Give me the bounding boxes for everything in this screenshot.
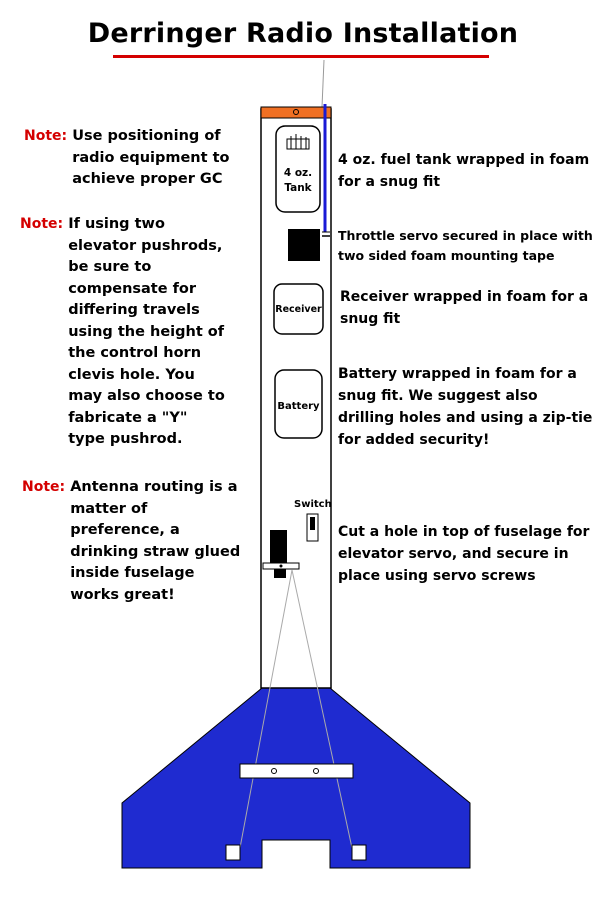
fuel-tank-label-2: Tank: [284, 182, 312, 194]
receiver-label: Receiver: [275, 304, 322, 315]
fuel-tank-label-1: 4 oz.: [284, 167, 312, 179]
note-line: works great!: [70, 586, 175, 603]
desc-line: snug fit. We suggest also: [338, 388, 538, 404]
desc-throttle-servo: Throttle servo secured in place with two…: [338, 226, 593, 266]
battery: [274, 369, 323, 439]
desc-line: place using servo screws: [338, 568, 536, 584]
note-line: Use positioning of: [72, 128, 221, 144]
note-line: drinking straw glued: [70, 543, 241, 560]
battery-label: Battery: [277, 401, 320, 412]
note-text: Antenna routing is a matter of preferenc…: [70, 477, 240, 606]
note-line: may also choose to: [68, 388, 225, 404]
note-line: achieve proper GC: [72, 171, 223, 187]
desc-line: Cut a hole in top of fuselage for: [338, 524, 590, 540]
elevator-servo-base: [274, 569, 286, 578]
note-text: Use positioning of radio equipment to ac…: [72, 126, 229, 191]
note-line: inside fuselage: [70, 565, 195, 581]
title-underline: [113, 55, 489, 58]
desc-line: Throttle servo secured in place with: [338, 228, 593, 243]
desc-line: for added security!: [338, 432, 490, 448]
note-pushrods: Note: If using two elevator pushrods, be…: [20, 214, 225, 451]
note-line: be sure to: [68, 259, 152, 275]
nose-screw: [293, 109, 299, 115]
wing-bolt-right: [313, 768, 319, 774]
elevator-servo: [270, 530, 287, 563]
desc-receiver: Receiver wrapped in foam for a snug fit: [340, 286, 588, 330]
note-line: the control horn: [68, 345, 202, 361]
note-gc: Note: Use positioning of radio equipment…: [24, 126, 230, 191]
desc-line: elevator servo, and secure in: [338, 546, 569, 562]
note-line: If using two: [68, 216, 165, 232]
note-line: using the height of: [68, 323, 225, 340]
note-line: type pushrod.: [68, 431, 183, 447]
desc-line: Battery wrapped in foam for a: [338, 366, 577, 382]
note-line: compensate for: [68, 280, 197, 297]
desc-line: for a snug fit: [338, 174, 441, 190]
wing-bolt-left: [271, 768, 277, 774]
wing-plate: [239, 763, 354, 779]
note-line: fabricate a "Y": [68, 409, 188, 426]
receiver: [273, 283, 324, 335]
elevator-servo-horn: [279, 564, 283, 568]
switch-label: Switch: [294, 499, 332, 510]
desc-line: drilling holes and using a zip-tie: [338, 410, 593, 426]
page-title: Derringer Radio Installation: [87, 18, 519, 49]
desc-line: snug fit: [340, 311, 401, 327]
control-horn-right: [351, 844, 367, 861]
elevator-pushrod-left: [239, 569, 293, 849]
note-line: differing travels: [68, 302, 200, 318]
note-label: Note:: [22, 479, 66, 495]
control-horn-left: [225, 844, 241, 861]
desc-elevator-servo: Cut a hole in top of fuselage for elevat…: [338, 521, 589, 587]
note-antenna: Note: Antenna routing is a matter of pre…: [22, 477, 240, 606]
throttle-servo: [288, 229, 320, 261]
note-text: If using two elevator pushrods, be sure …: [68, 214, 225, 451]
elevator-pushrod-right: [291, 569, 353, 849]
desc-line: two sided foam mounting tape: [338, 248, 555, 263]
note-label: Note:: [20, 216, 64, 232]
antenna-wire: [321, 59, 325, 108]
desc-battery: Battery wrapped in foam for a snug fit. …: [338, 363, 592, 451]
switch-toggle: [310, 517, 315, 530]
note-label: Note:: [24, 128, 68, 144]
nose-cap: [260, 106, 332, 119]
note-line: matter of: [70, 500, 148, 517]
desc-fuel-tank: 4 oz. fuel tank wrapped in foam for a sn…: [338, 149, 589, 193]
desc-line: 4 oz. fuel tank wrapped in foam: [338, 152, 590, 168]
fuel-tank-cap-icon: [286, 134, 310, 150]
desc-line: Receiver wrapped in foam for a: [340, 289, 589, 305]
note-line: preference, a: [70, 522, 180, 538]
note-line: Antenna routing is a: [70, 479, 238, 495]
note-line: elevator pushrods,: [68, 237, 223, 254]
note-line: radio equipment to: [72, 149, 230, 166]
note-line: clevis hole. You: [68, 366, 195, 383]
